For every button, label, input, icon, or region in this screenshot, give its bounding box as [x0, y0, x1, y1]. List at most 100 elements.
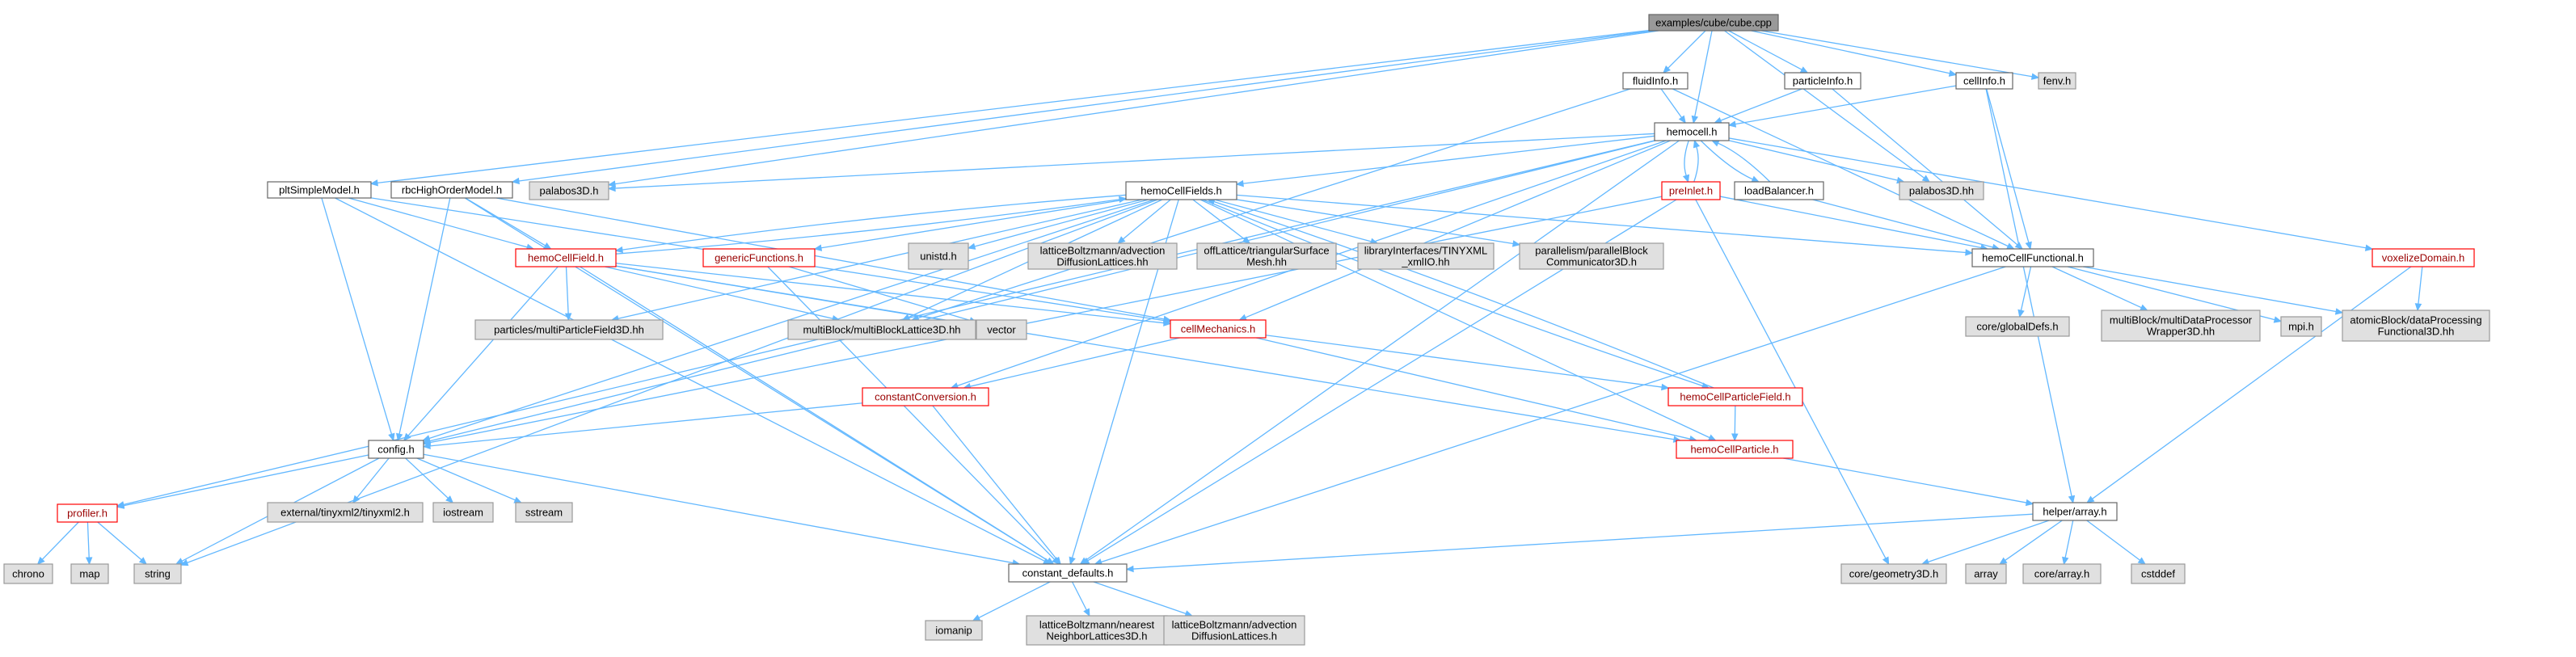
node-label: DiffusionLattices.hh — [1056, 256, 1148, 268]
node-coreGlobalDefs: core/globalDefs.h — [1965, 316, 2070, 337]
node-advDiffLatticesH: latticeBoltzmann/advectionDiffusionLatti… — [1163, 615, 1305, 646]
node-hemoCellFunctional[interactable]: hemoCellFunctional.h — [1971, 248, 2094, 267]
node-label: NeighborLattices3D.h — [1046, 630, 1147, 642]
node-helperArray[interactable]: helper/array.h — [2032, 502, 2118, 521]
node-label: hemoCellField.h — [528, 252, 604, 264]
node-rbcHighOrderModel[interactable]: rbcHighOrderModel.h — [390, 181, 513, 199]
node-label: constant_defaults.h — [1022, 567, 1114, 579]
edge-cellInfo-to-hemoCellFunctional — [1986, 88, 2032, 251]
node-hemoCellParticle[interactable]: hemoCellParticle.h — [1676, 440, 1794, 459]
edge-hemoCellFunctional-to-multiDataProcWrapper — [2051, 266, 2148, 311]
node-label: hemoCellFunctional.h — [1982, 252, 2084, 264]
node-label: loadBalancer.h — [1744, 185, 1814, 197]
node-label: array — [1974, 568, 1998, 580]
node-label: libraryInterfaces/TINYXML — [1364, 245, 1487, 257]
node-config[interactable]: config.h — [368, 440, 424, 459]
edge-config-to-constantDefaults — [423, 453, 1021, 566]
node-label: particles/multiParticleField3D.hh — [494, 324, 644, 336]
node-hemoCellFields[interactable]: hemoCellFields.h — [1125, 181, 1237, 200]
node-label: palabos3D.h — [540, 185, 599, 197]
edge-config-to-profiler — [116, 454, 369, 509]
edge-hemoCellParticle-to-helperArray — [1783, 457, 2034, 507]
node-label: mpi.h — [2288, 321, 2314, 333]
node-label: fenv.h — [2043, 75, 2071, 87]
node-label: cellMechanics.h — [1181, 323, 1256, 335]
node-voxelizeDomain[interactable]: voxelizeDomain.h — [2372, 248, 2475, 267]
node-label: parallelism/parallelBlock — [1535, 245, 1648, 257]
node-particleInfo[interactable]: particleInfo.h — [1784, 72, 1861, 90]
node-cellMechanics[interactable]: cellMechanics.h — [1170, 319, 1267, 339]
edge-hemocell-to-hemoCellFields — [1235, 135, 1655, 187]
edge-genericFunctions-to-constantDefaults — [767, 266, 1060, 565]
edge-hemoCellFields-to-hemoCellFunctional — [1236, 194, 1974, 256]
node-preInlet[interactable]: preInlet.h — [1661, 181, 1721, 200]
edge-preInlet-to-hemocell — [1693, 139, 1701, 183]
edge-profiler-to-string — [97, 521, 148, 565]
edge-cellMechanics-to-constantConversion — [963, 337, 1180, 390]
node-hemoCellParticleField[interactable]: hemoCellParticleField.h — [1667, 387, 1803, 406]
edge-hemocell-to-palabos3D_hh — [1728, 140, 1905, 184]
edge-preInlet-to-hemoCellFunctional — [1719, 196, 1989, 251]
node-genericFunctions[interactable]: genericFunctions.h — [702, 248, 816, 267]
node-label: multiBlock/multiBlockLattice3D.hh — [803, 324, 960, 336]
node-label: cellInfo.h — [1963, 75, 2005, 87]
node-iostream: iostream — [432, 502, 494, 523]
node-fluidInfo[interactable]: fluidInfo.h — [1622, 72, 1689, 90]
node-label: _xmlIO.hh — [1401, 256, 1449, 268]
edge-hemocell-to-palabos3D_h — [607, 133, 1655, 192]
edge-hemoCellField-to-multiParticleField3D — [564, 266, 572, 322]
node-palabos3D_hh: palabos3D.hh — [1899, 181, 1984, 200]
edge-helperArray-to-array — [1999, 520, 2063, 565]
edge-hemoCellFunctional-to-atomicBlockDataProc — [2082, 266, 2344, 315]
edge-constantConversion-to-constantDefaults — [932, 405, 1061, 565]
edge-cube-to-palabos3D_h — [607, 30, 1659, 187]
node-map: map — [70, 563, 109, 584]
edge-cube-to-fenv — [1760, 30, 2040, 80]
node-label: core/geometry3D.h — [1849, 568, 1939, 580]
node-multiBlockLattice3D: multiBlock/multiBlockLattice3D.hh — [787, 319, 976, 340]
node-label: helper/array.h — [2043, 506, 2106, 518]
edge-voxelizeDomain-to-helperArray — [2086, 266, 2412, 503]
node-iomanip: iomanip — [925, 620, 983, 641]
edge-cube-to-pltSimpleModel — [369, 29, 1650, 187]
node-vector: vector — [976, 319, 1027, 340]
edge-fluidInfo-to-hemoCellFunctional — [1672, 88, 2015, 250]
node-label: hemoCellParticleField.h — [1680, 391, 1790, 403]
node-hemoCellField[interactable]: hemoCellField.h — [515, 248, 617, 267]
node-label: external/tinyxml2/tinyxml2.h — [280, 507, 410, 519]
edge-hemoCellFields-to-genericFunctions — [813, 199, 1127, 251]
node-cube[interactable]: examples/cube/cube.cpp — [1648, 14, 1779, 32]
node-label: atomicBlock/dataProcessing — [2350, 314, 2481, 326]
node-label: palabos3D.hh — [1909, 185, 1974, 197]
edge-config-to-sstream — [416, 457, 522, 503]
node-hemocell[interactable]: hemocell.h — [1654, 122, 1730, 141]
edge-constantDefaults-to-iomanip — [972, 581, 1051, 621]
edge-constantConversion-to-config — [422, 402, 863, 450]
node-cellInfo[interactable]: cellInfo.h — [1955, 72, 2013, 90]
node-label: genericFunctions.h — [715, 252, 803, 264]
node-multiParticleField3D: particles/multiParticleField3D.hh — [474, 319, 664, 340]
edge-profiler-to-map — [85, 521, 93, 566]
edge-helperArray-to-cstddef — [2086, 520, 2146, 565]
node-constantConversion[interactable]: constantConversion.h — [862, 387, 989, 406]
edge-hemoCellFunctional-to-coreGlobalDefs — [2017, 266, 2032, 318]
edge-constantDefaults-to-advDiffLatticesH — [1093, 581, 1193, 617]
edge-hemocell-to-cellMechanics — [1238, 140, 1671, 321]
node-profiler[interactable]: profiler.h — [57, 503, 118, 523]
node-label: iostream — [443, 507, 483, 519]
edge-hemoCellFields-to-triangularSurfaceMesh — [1192, 199, 1251, 244]
edge-voxelizeDomain-to-atomicBlockDataProc — [2414, 266, 2423, 312]
node-loadBalancer[interactable]: loadBalancer.h — [1734, 181, 1824, 200]
node-label: vector — [987, 324, 1016, 336]
node-label: voxelizeDomain.h — [2382, 252, 2465, 264]
node-pltSimpleModel[interactable]: pltSimpleModel.h — [267, 181, 372, 199]
node-coreArray: core/array.h — [2022, 563, 2102, 584]
edge-hemoCellParticleField-to-hemoCellParticle — [1731, 405, 1739, 442]
node-constantDefaults[interactable]: constant_defaults.h — [1008, 563, 1128, 583]
edge-config-to-iostream — [405, 457, 454, 503]
node-label: core/array.h — [2034, 568, 2089, 580]
edge-hemoCellFields-to-unistd — [967, 199, 1149, 250]
node-advDiffLatticesHH: latticeBoltzmann/advectionDiffusionLatti… — [1027, 242, 1178, 270]
node-chrono: chrono — [3, 563, 53, 584]
node-label: Wrapper3D.hh — [2147, 326, 2215, 338]
